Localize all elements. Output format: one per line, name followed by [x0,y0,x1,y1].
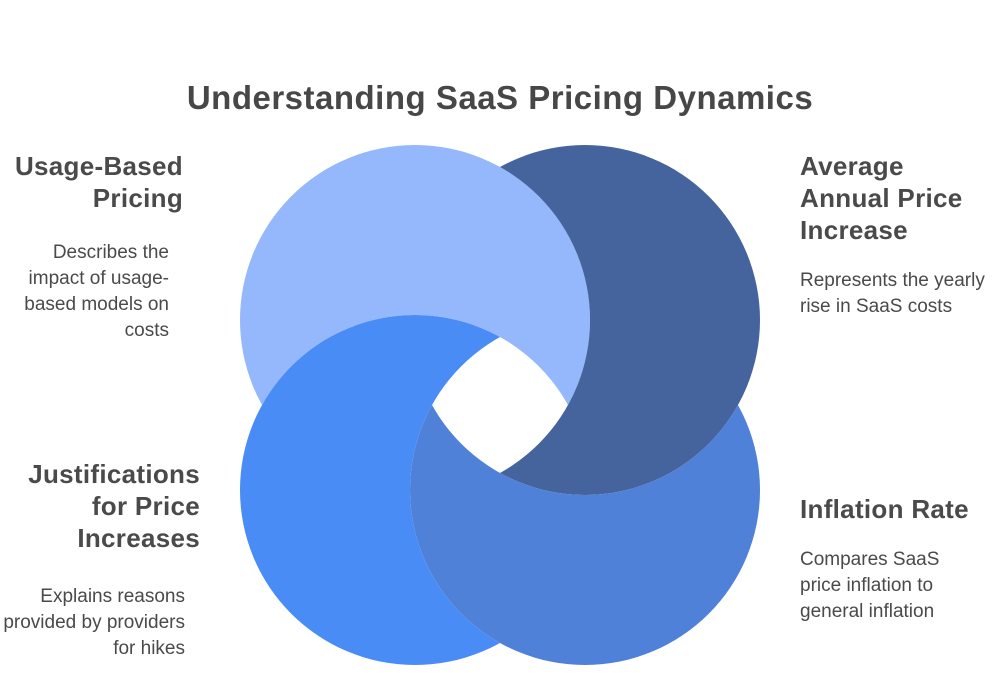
section-heading-inflation-rate: Inflation Rate [800,494,969,524]
section-description-inflation-rate: Compares SaaS price inflation to general… [800,549,940,622]
section-inflation-rate: Inflation Rate Compares SaaS price infla… [800,493,990,625]
interlocking-circles-graphic [240,145,760,665]
section-average-annual-price-increase: Average Annual Price Increase Represents… [800,150,985,320]
section-usage-based-pricing: Usage-Based Pricing Describes the impact… [0,150,183,344]
section-description-usage-based-pricing: Describes the impact of usage-based mode… [24,242,169,341]
crescent-justifications-for-price-increases [240,315,590,665]
section-description-average-annual-price-increase: Represents the yearly rise in SaaS costs [800,270,985,317]
section-heading-usage-based-pricing: Usage-Based Pricing [14,151,183,213]
diagram-title: Understanding SaaS Pricing Dynamics [186,79,814,117]
section-heading-justifications-for-price-increases: Justifications for Price Increases [28,459,200,553]
section-heading-average-annual-price-increase: Average Annual Price Increase [800,151,963,245]
section-justifications-for-price-increases: Justifications for Price Increases Expla… [0,458,200,662]
section-description-justifications-for-price-increases: Explains reasons provided by providers f… [3,586,185,659]
